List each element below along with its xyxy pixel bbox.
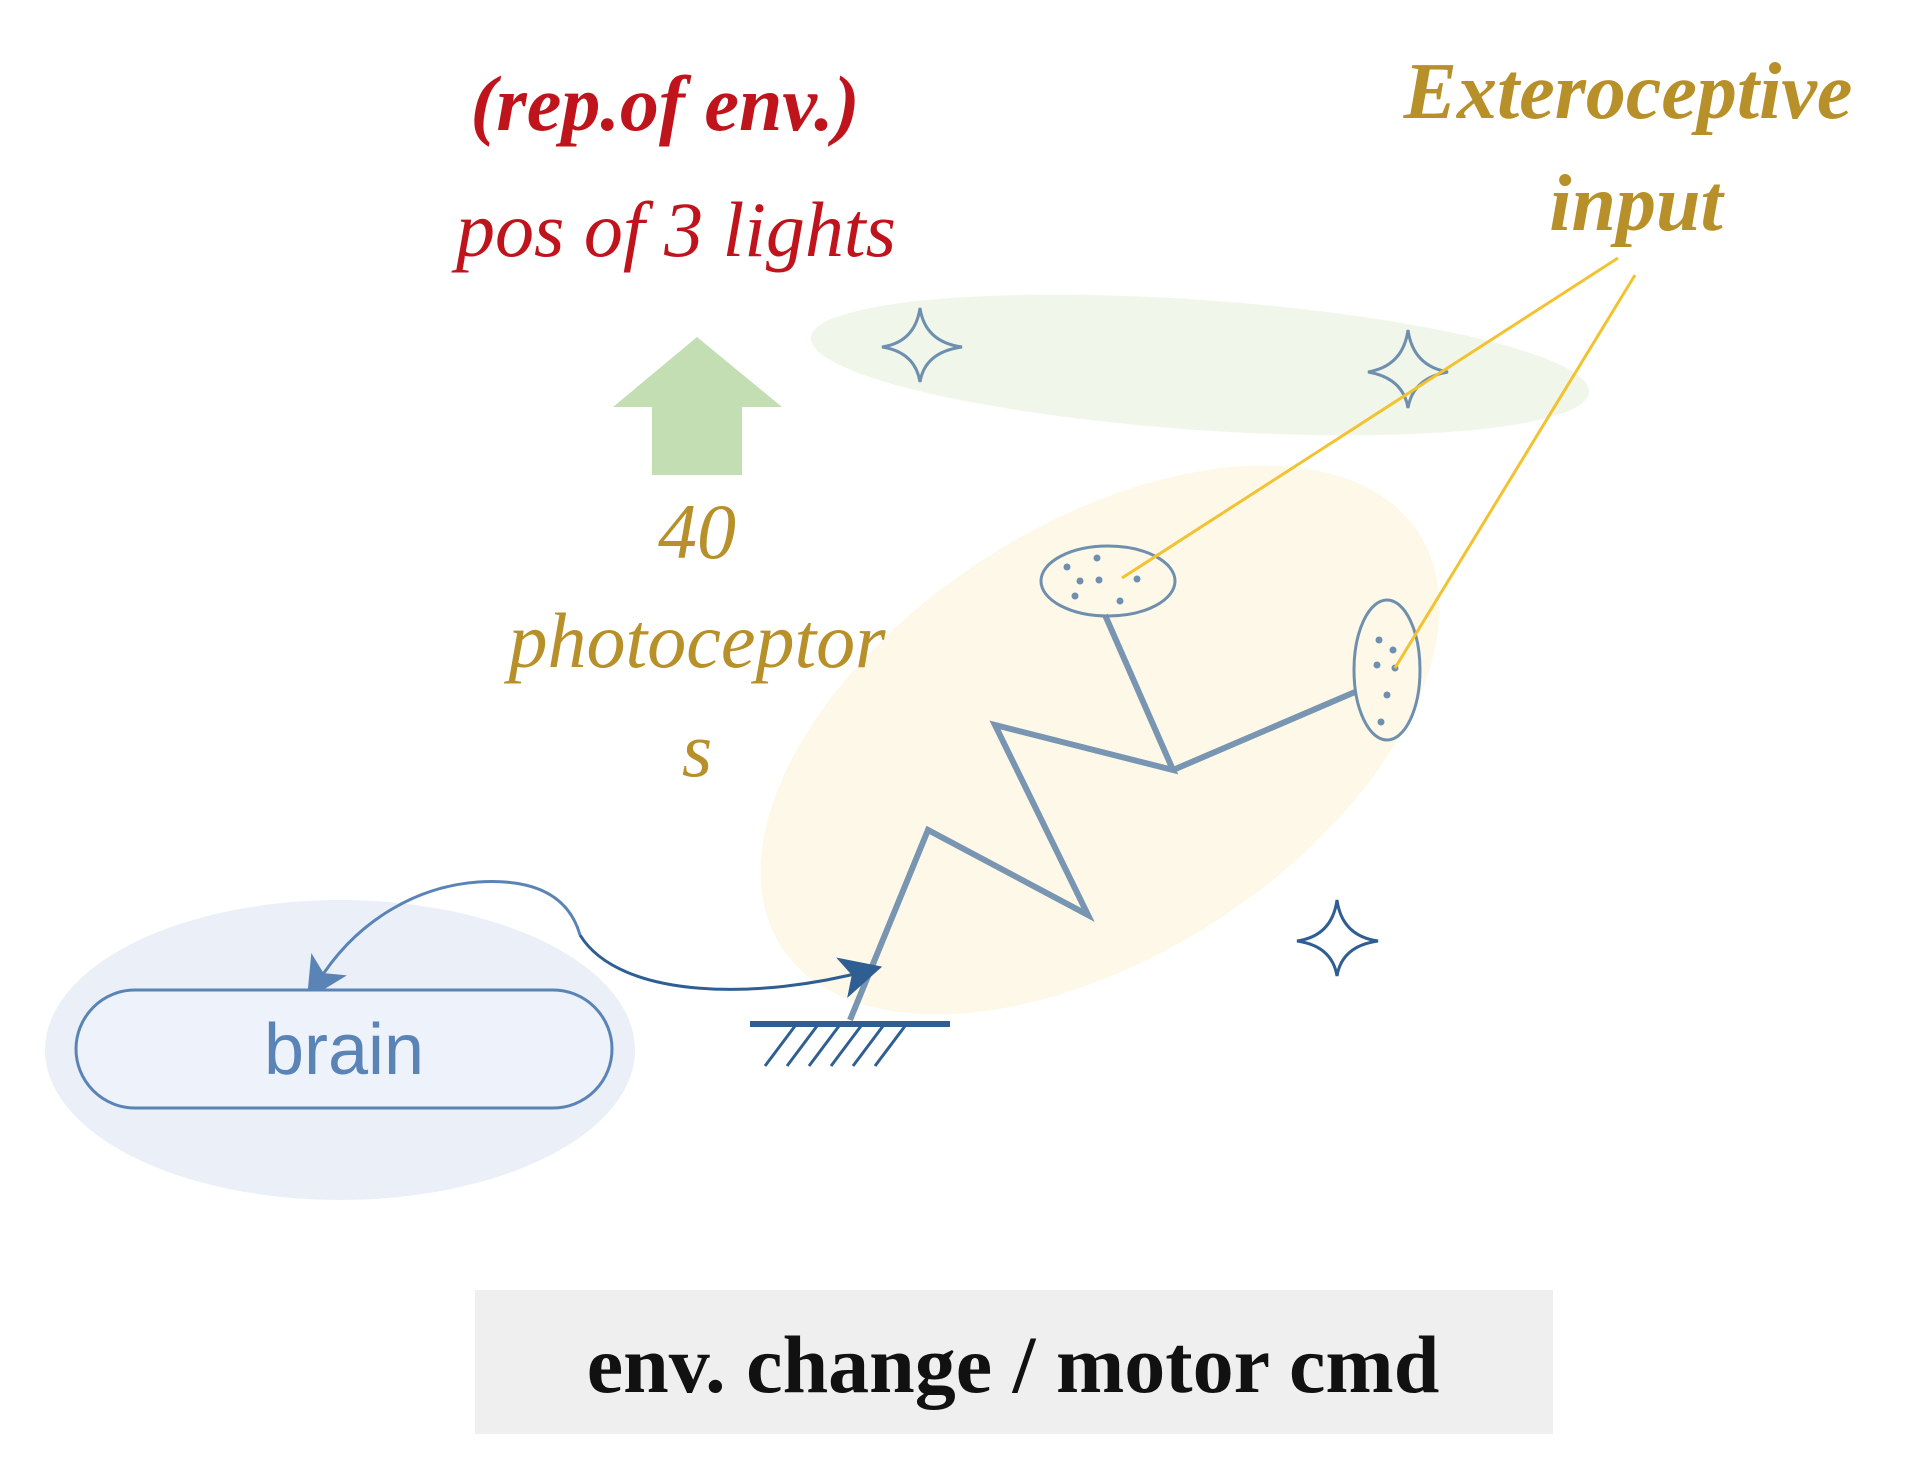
sensor-head-top (1039, 544, 1177, 618)
bottom-caption-box (475, 1290, 1553, 1434)
robot-region-ellipse (760, 465, 1440, 1015)
exteroceptive-label-line1: Exteroceptive (1403, 48, 1853, 136)
photoceptors-count-label: 40 (658, 488, 736, 575)
exteroceptive-label-line2: input (1549, 160, 1725, 248)
four-point-star-icon (1296, 899, 1379, 977)
brain-to-arm-arrow (578, 934, 883, 998)
sensor-head-right (1352, 598, 1422, 742)
exteroceptive-connector-line (1121, 256, 1619, 580)
arm-to-brain-arrow (306, 880, 582, 1000)
photoceptors-label-line3: s (682, 706, 712, 793)
up-arrow-icon (613, 337, 782, 475)
lights-region-ellipse (810, 294, 1590, 436)
pos-of-lights-label: pos of 3 lights (451, 186, 896, 273)
exteroceptive-connector-line (1393, 274, 1637, 669)
brain-box (74, 988, 614, 1110)
photoceptors-label-line2: photoceptor (504, 597, 887, 684)
robot-arm-link (1171, 689, 1357, 773)
rep-of-env-label: (rep.of env.) (470, 60, 859, 147)
four-point-star-icon (1367, 329, 1449, 409)
bottom-caption-label: env. change / motor cmd (587, 1319, 1440, 1410)
four-point-star-icon (881, 307, 963, 383)
brain-label: brain (264, 1010, 424, 1090)
ground-hatch-icon (750, 1021, 950, 1067)
robot-arm (847, 613, 1179, 1022)
